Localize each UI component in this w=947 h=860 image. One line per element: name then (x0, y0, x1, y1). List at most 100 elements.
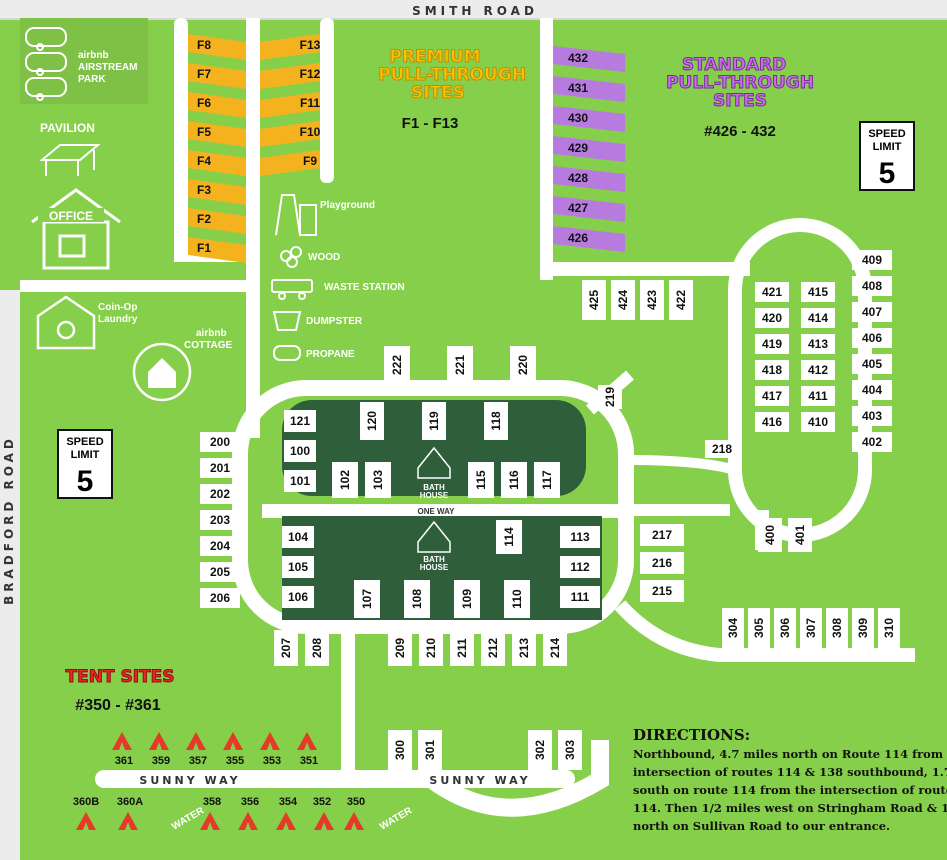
site-219[interactable]: 219 (598, 385, 622, 409)
site-309[interactable]: 309 (852, 608, 874, 648)
standard-site-429[interactable]: 429 (553, 136, 625, 162)
premium-site-F5[interactable]: F5 (188, 121, 246, 147)
standard-site-428[interactable]: 428 (553, 166, 625, 192)
site-103[interactable]: 103 (365, 462, 391, 498)
site-206[interactable]: 206 (200, 588, 240, 608)
premium-site-F2[interactable]: F2 (188, 208, 246, 234)
site-424[interactable]: 424 (611, 280, 635, 320)
site-120[interactable]: 120 (360, 402, 384, 440)
site-415[interactable]: 415 (801, 282, 835, 302)
site-217[interactable]: 217 (640, 524, 684, 546)
site-106[interactable]: 106 (282, 586, 314, 608)
site-204[interactable]: 204 (200, 536, 240, 556)
site-112[interactable]: 112 (560, 556, 600, 578)
site-211[interactable]: 211 (450, 630, 474, 666)
premium-site-F13[interactable]: F13 (260, 34, 321, 60)
site-216[interactable]: 216 (640, 552, 684, 574)
site-113[interactable]: 113 (560, 526, 600, 548)
site-117[interactable]: 117 (534, 462, 560, 498)
tent-site-354[interactable]: 354 (276, 796, 298, 830)
site-407[interactable]: 407 (852, 302, 892, 322)
site-108[interactable]: 108 (404, 580, 430, 618)
site-115[interactable]: 115 (468, 462, 494, 498)
site-101[interactable]: 101 (284, 470, 316, 492)
standard-site-430[interactable]: 430 (553, 106, 625, 132)
site-220[interactable]: 220 (510, 346, 536, 384)
site-425[interactable]: 425 (582, 280, 606, 320)
premium-site-F3[interactable]: F3 (188, 179, 246, 205)
site-214[interactable]: 214 (543, 630, 567, 666)
site-405[interactable]: 405 (852, 354, 892, 374)
site-110[interactable]: 110 (504, 580, 530, 618)
site-306[interactable]: 306 (774, 608, 796, 648)
tent-site-357[interactable]: 357 (186, 732, 207, 767)
site-100[interactable]: 100 (284, 440, 316, 462)
tent-site-352[interactable]: 352 (313, 796, 334, 830)
site-419[interactable]: 419 (755, 334, 789, 354)
site-404[interactable]: 404 (852, 380, 892, 400)
site-202[interactable]: 202 (200, 484, 240, 504)
site-207[interactable]: 207 (274, 630, 298, 666)
tent-site-356[interactable]: 356 (238, 796, 259, 830)
site-417[interactable]: 417 (755, 386, 789, 406)
site-310[interactable]: 310 (878, 608, 900, 648)
site-301[interactable]: 301 (418, 730, 442, 770)
site-300[interactable]: 300 (388, 730, 412, 770)
site-410[interactable]: 410 (801, 412, 835, 432)
site-208[interactable]: 208 (305, 630, 329, 666)
premium-site-F11[interactable]: F11 (260, 92, 320, 118)
site-304[interactable]: 304 (722, 608, 744, 648)
site-109[interactable]: 109 (454, 580, 480, 618)
site-409[interactable]: 409 (852, 250, 892, 270)
premium-site-F9[interactable]: F9 (260, 150, 320, 176)
tent-site-355[interactable]: 355 (223, 732, 244, 767)
site-221[interactable]: 221 (447, 346, 473, 384)
site-201[interactable]: 201 (200, 458, 240, 478)
site-401[interactable]: 401 (788, 518, 812, 552)
site-102[interactable]: 102 (332, 462, 358, 498)
premium-site-F12[interactable]: F12 (260, 63, 321, 89)
tent-site-353[interactable]: 353 (260, 732, 281, 767)
site-114[interactable]: 114 (496, 520, 522, 554)
site-423[interactable]: 423 (640, 280, 664, 320)
site-218[interactable]: 218 (705, 440, 739, 458)
site-403[interactable]: 403 (852, 406, 892, 426)
site-418[interactable]: 418 (755, 360, 789, 380)
site-209[interactable]: 209 (388, 630, 412, 666)
site-406[interactable]: 406 (852, 328, 892, 348)
site-119[interactable]: 119 (422, 402, 446, 440)
tent-site-361[interactable]: 361 (112, 732, 133, 767)
site-222[interactable]: 222 (384, 346, 410, 384)
site-205[interactable]: 205 (200, 562, 240, 582)
site-400[interactable]: 400 (758, 518, 782, 552)
site-104[interactable]: 104 (282, 526, 314, 548)
site-105[interactable]: 105 (282, 556, 314, 578)
site-302[interactable]: 302 (528, 730, 552, 770)
site-215[interactable]: 215 (640, 580, 684, 602)
site-213[interactable]: 213 (512, 630, 536, 666)
site-107[interactable]: 107 (354, 580, 380, 618)
tent-site-359[interactable]: 359 (149, 732, 170, 767)
site-305[interactable]: 305 (748, 608, 770, 648)
tent-site-351[interactable]: 351 (297, 732, 318, 767)
tent-site-350[interactable]: 350 (344, 796, 365, 830)
tent-site-360A[interactable]: 360A (117, 796, 143, 830)
site-308[interactable]: 308 (826, 608, 848, 648)
site-416[interactable]: 416 (755, 412, 789, 432)
site-411[interactable]: 411 (801, 386, 835, 406)
site-412[interactable]: 412 (801, 360, 835, 380)
site-111[interactable]: 111 (560, 586, 600, 608)
site-307[interactable]: 307 (800, 608, 822, 648)
standard-site-432[interactable]: 432 (553, 46, 625, 72)
premium-site-F7[interactable]: F7 (188, 63, 246, 89)
site-420[interactable]: 420 (755, 308, 789, 328)
premium-site-F6[interactable]: F6 (188, 92, 246, 118)
site-422[interactable]: 422 (669, 280, 693, 320)
site-121[interactable]: 121 (284, 410, 316, 432)
standard-site-431[interactable]: 431 (553, 76, 625, 102)
tent-site-360B[interactable]: 360B (73, 796, 99, 830)
premium-site-F4[interactable]: F4 (188, 150, 246, 176)
site-421[interactable]: 421 (755, 282, 789, 302)
site-414[interactable]: 414 (801, 308, 835, 328)
site-200[interactable]: 200 (200, 432, 240, 452)
